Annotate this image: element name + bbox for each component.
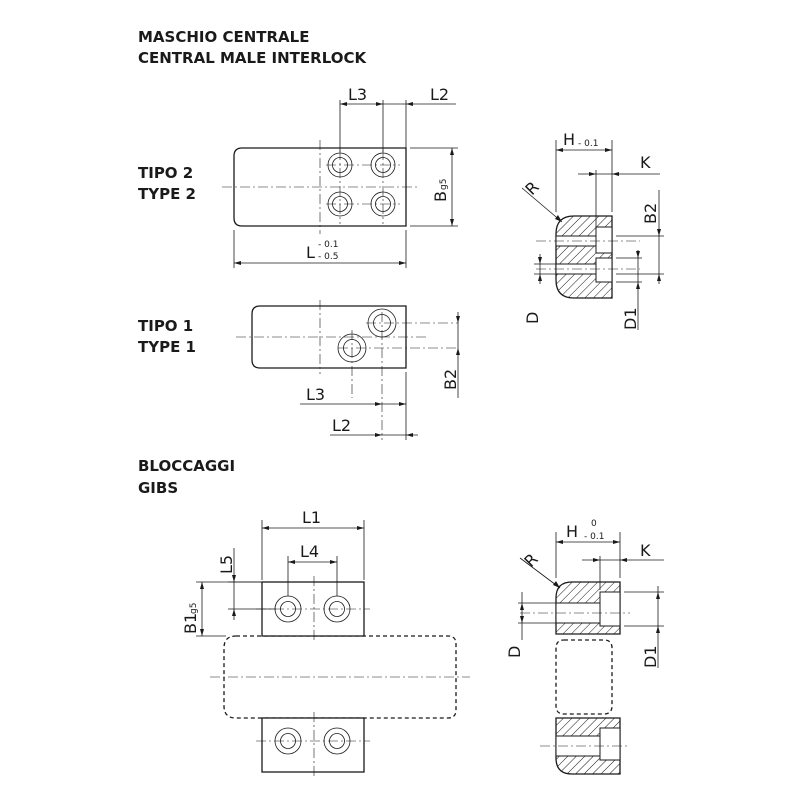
- gib-lower: [261, 717, 365, 773]
- dim-B-tolerance: g5: [439, 179, 449, 190]
- dim-B: B: [431, 191, 450, 202]
- gib-dim-L5: L5: [217, 555, 236, 574]
- heading-type2-en: TYPE 2: [138, 185, 196, 203]
- gib-section-dim-R: R: [520, 550, 541, 571]
- screw-hole: [337, 333, 367, 363]
- screw-hole: [370, 191, 396, 217]
- dim-L-tol-lower: - 0.5: [318, 252, 338, 262]
- gib-section-dim-H-tol-upper: 0: [591, 519, 597, 529]
- dim-type1-B2: B2: [441, 369, 460, 390]
- central-section-view: H - 0.1 K R B2 D1 D: [521, 130, 664, 330]
- heading-gibs-en: GIBS: [138, 479, 178, 497]
- rail-outline: [223, 635, 457, 719]
- type1-plan-view: B2 L3 L2: [236, 300, 460, 440]
- heading-gibs-it: BLOCCAGGI: [138, 457, 235, 475]
- screw-hole: [327, 191, 353, 217]
- section-dim-B2: B2: [641, 203, 660, 224]
- gib-section-dim-H: H: [566, 522, 578, 541]
- screw-hole: [274, 727, 302, 755]
- gib-section-view: H 0 - 0.1 K R D1 D: [505, 519, 664, 775]
- heading-central-en: CENTRAL MALE INTERLOCK: [138, 49, 367, 67]
- dim-L-tol-upper: - 0.1: [318, 240, 338, 250]
- screw-hole: [370, 152, 396, 178]
- gibs-plan-view: L1 L4 L5 B1 g5: [181, 508, 470, 778]
- section-dim-D1: D1: [621, 308, 640, 331]
- gib-section-dim-H-tol-lower: - 0.1: [584, 532, 604, 542]
- section-dim-H: H: [563, 130, 575, 149]
- gib-section-rail: [555, 639, 613, 715]
- section-dim-H-tol: - 0.1: [578, 139, 598, 149]
- heading-type2-it: TIPO 2: [138, 164, 193, 182]
- section-dim-R: R: [521, 178, 542, 199]
- heading-central-it: MASCHIO CENTRALE: [138, 28, 309, 46]
- heading-type1-it: TIPO 1: [138, 317, 193, 335]
- gib-dim-L1: L1: [302, 508, 321, 527]
- dim-L3: L3: [348, 85, 367, 104]
- gib-dim-L4: L4: [300, 542, 319, 561]
- dim-type1-L3: L3: [306, 385, 325, 404]
- dim-L: L: [306, 243, 315, 262]
- heading-type1-en: TYPE 1: [138, 338, 196, 356]
- gib-section-dim-D: D: [505, 646, 524, 658]
- screw-hole: [327, 152, 353, 178]
- section-dim-D: D: [523, 312, 542, 324]
- screw-hole: [367, 308, 397, 338]
- gib-section-dim-D1: D1: [641, 646, 660, 669]
- dim-L2: L2: [430, 85, 449, 104]
- type2-plan-view: L3 L2 B g5 L - 0.1 - 0.5: [222, 85, 458, 268]
- dim-type1-L2: L2: [332, 416, 351, 435]
- gib-dim-B1-tolerance: g5: [189, 603, 199, 614]
- gib-dim-B1: B1: [181, 613, 200, 634]
- screw-hole: [323, 727, 351, 755]
- section-dim-K: K: [640, 153, 651, 172]
- gib-section-dim-K: K: [640, 541, 651, 560]
